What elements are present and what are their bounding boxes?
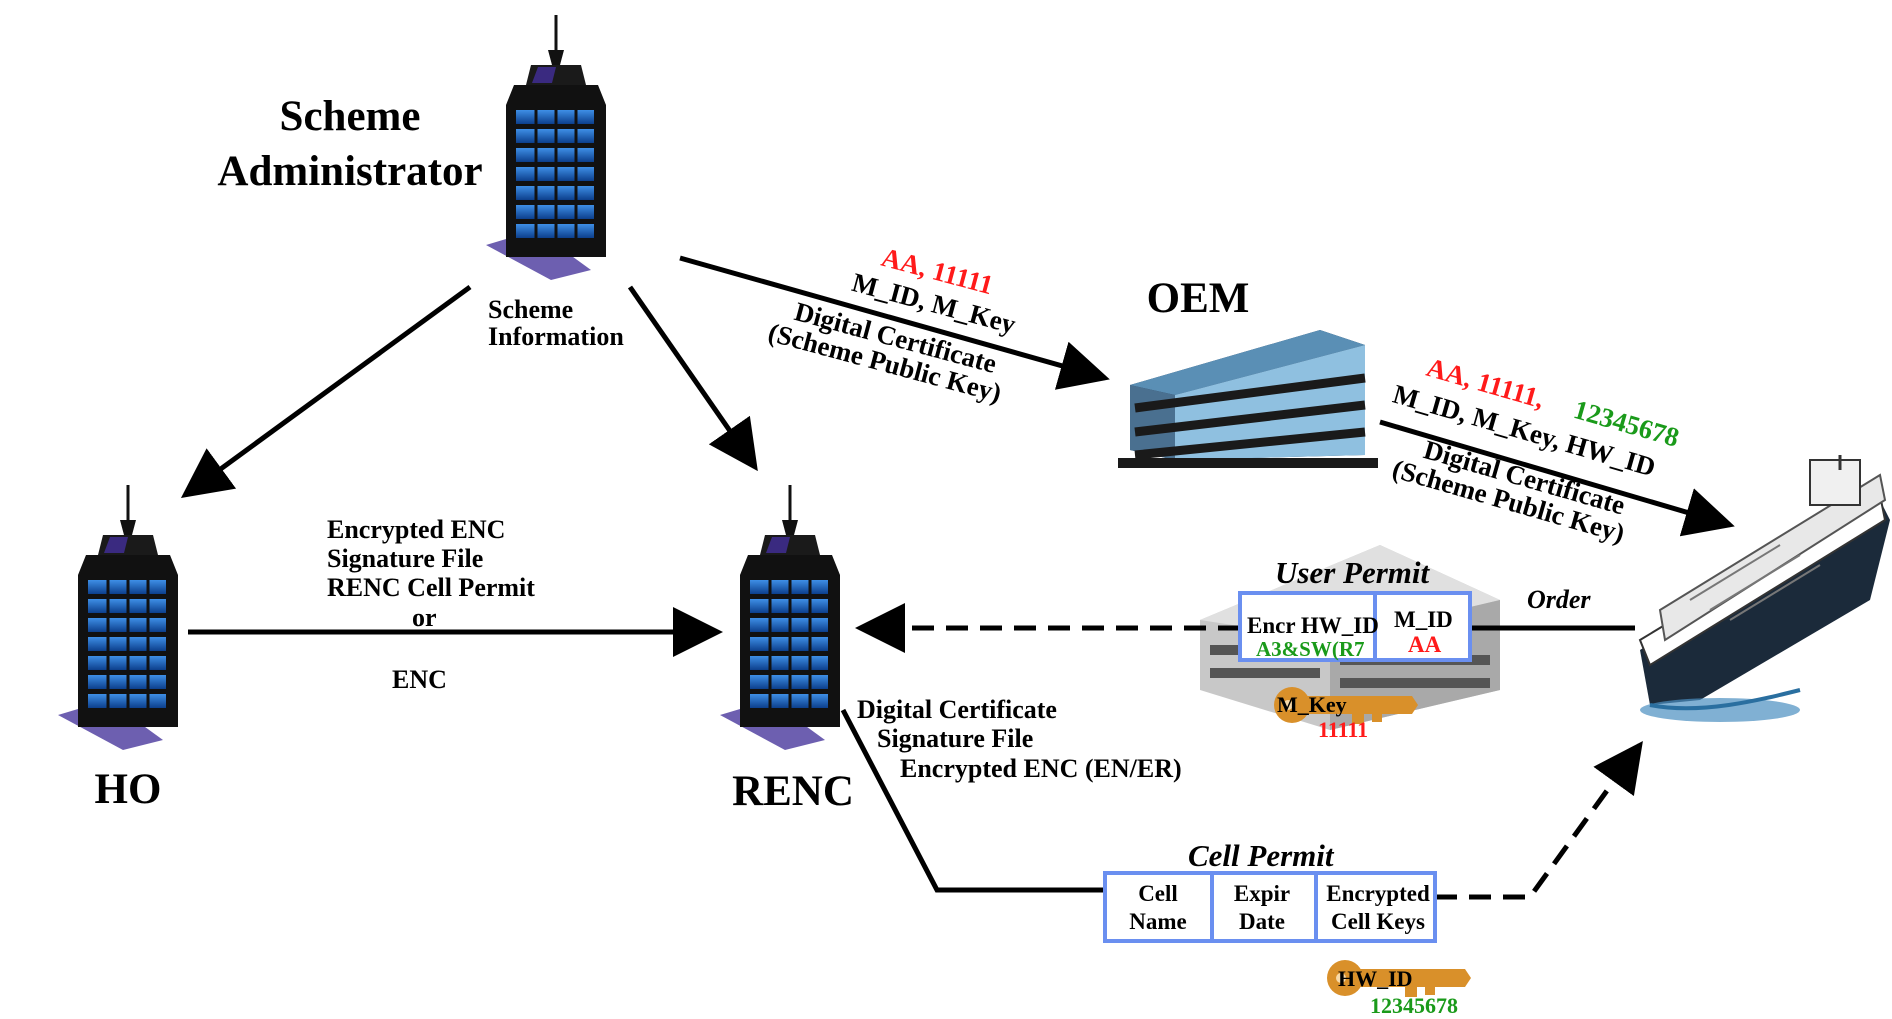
cell-permit-box-3 [1314,871,1437,943]
ho-renc-line-2: Signature File [327,544,483,573]
scheme-info-label-1: Scheme [488,295,573,324]
oem-building-icon [1118,330,1378,468]
scheme-admin-label-2: Administrator [217,148,482,195]
user-permit-cell1-top: Encr HW_ID [1247,613,1379,638]
cell-permit-title: Cell Permit [1188,838,1335,873]
cell-permit-keys-bottom: Cell Keys [1331,909,1425,934]
ho-renc-line-4: or [412,603,437,632]
hw-id-key-label: HW_ID [1338,966,1413,991]
renc-tower-icon [718,483,842,752]
user-permit-cell2-bottom: AA [1408,632,1442,657]
renc-label: RENC [732,768,854,815]
cell-permit-expiry-top: Expir [1234,881,1290,906]
user-permit-box-1 [1238,591,1377,662]
m-key-label: M_Key [1277,692,1347,717]
arrow-admin-to-ho [180,284,472,498]
cell-permit-name-top: Cell [1138,881,1178,906]
renc-to-cell-permit-line [840,708,1105,893]
user-permit-cell1-bottom: A3&SW(R7 [1256,637,1365,661]
renc-ship-line-2: Signature File [877,724,1033,753]
cell-permit-keys-top: Encrypted [1326,881,1430,906]
ho-renc-line-5: ENC [392,665,447,694]
user-permit-title: User Permit [1275,555,1431,590]
ho-tower-icon [56,483,180,752]
ho-renc-line-3: RENC Cell Permit [327,573,535,602]
ho-label: HO [95,766,162,813]
renc-ship-line-1: Digital Certificate [857,695,1057,724]
scheme-admin-tower-icon [484,13,608,282]
user-permit-box-2 [1373,591,1472,662]
hw-id-key-value: 12345678 [1370,993,1458,1018]
dashed-arrow-cell-permit-to-ship [1435,740,1643,900]
cell-permit-box-2 [1210,871,1318,943]
arrow-oem-to-ship [1379,419,1735,537]
order-label: Order [1527,585,1591,614]
cell-permit: Cell Permit Cell Name Expir Date Encrypt… [1103,838,1458,1018]
flow-arrows [180,255,1735,893]
m-key-value: 11111 [1318,717,1368,742]
cell-permit-name-bottom: Name [1129,909,1186,934]
oem-label: OEM [1147,275,1250,322]
cell-permit-expiry-bottom: Date [1239,909,1285,934]
user-permit-cell2-top: M_ID [1394,607,1453,632]
arrow-admin-to-renc [627,285,758,472]
ship-icon [1638,455,1890,722]
scheme-info-label-2: Information [488,322,624,351]
scheme-admin-label-1: Scheme [280,93,421,140]
arrow-admin-to-oem [679,255,1110,390]
renc-ship-line-3: Encrypted ENC (EN/ER) [900,754,1182,783]
ho-renc-line-1: Encrypted ENC [327,515,505,544]
user-permit: User Permit Encr HW_ID A3&SW(R7 M_ID AA … [1238,555,1591,742]
